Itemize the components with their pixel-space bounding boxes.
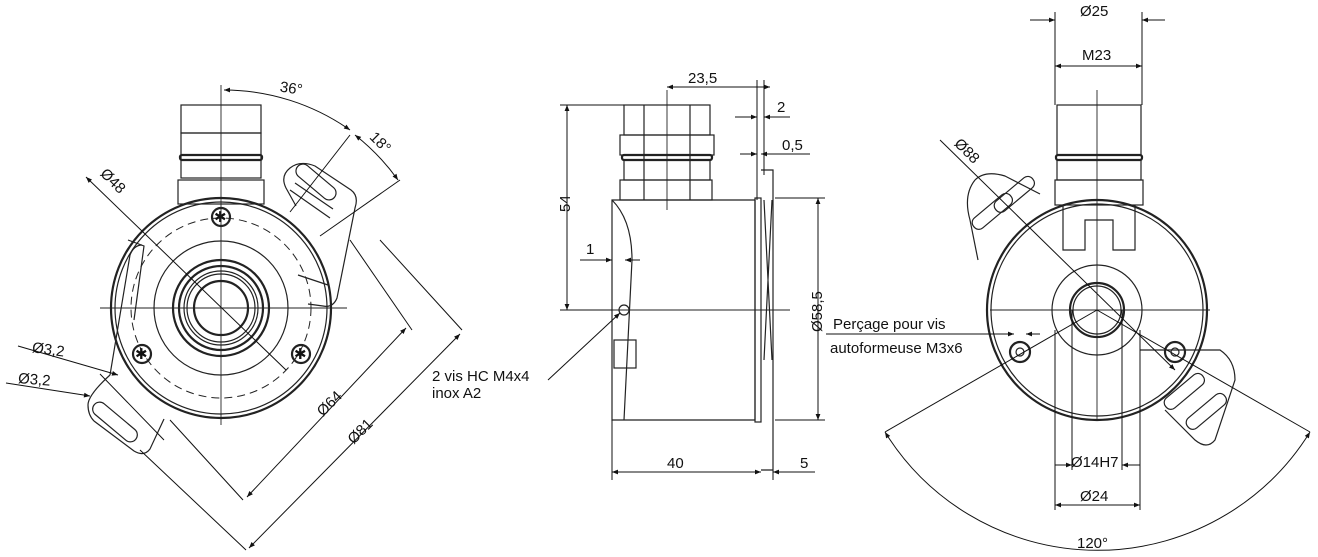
side-labels: 23,5 2 0,5 54 1 Ø58,5 40 5 2 vis HC M4x4… xyxy=(432,70,826,472)
dim-54-label: 54 xyxy=(557,195,574,212)
svg-text:✱: ✱ xyxy=(135,346,148,363)
screw-note-line2: inox A2 xyxy=(432,385,481,402)
screw-note-line1: 2 vis HC M4x4 xyxy=(432,368,530,385)
front-screws: ✱ ✱ ✱ xyxy=(131,206,312,365)
rear-dimensions xyxy=(826,12,1311,551)
dim-0-5-label: 0,5 xyxy=(782,137,803,154)
svg-text:✱: ✱ xyxy=(214,209,227,226)
rear-connector xyxy=(1054,104,1144,251)
rear-housing xyxy=(966,90,1236,446)
dia-3-2-label-b: Ø3,2 xyxy=(17,370,51,390)
dia-88-label: Ø88 xyxy=(951,135,983,167)
dia-81-label: Ø81 xyxy=(344,415,376,447)
front-view: ✱ ✱ ✱ 36° 18° Ø48 Ø3,2 xyxy=(5,79,463,551)
dim-1-label: 1 xyxy=(586,241,594,258)
angle-120-label: 120° xyxy=(1077,535,1108,552)
front-dimensions xyxy=(5,87,463,551)
angle-36-label: 36° xyxy=(279,79,304,99)
angle-18-label: 18° xyxy=(366,129,394,157)
svg-text:✱: ✱ xyxy=(294,346,307,363)
drill-note-line2: autoformeuse M3x6 xyxy=(830,340,963,357)
rear-view: Ø25 M23 Ø88 Perçage pour vis autoformeus… xyxy=(826,3,1311,552)
front-centerlines xyxy=(100,85,347,425)
side-body xyxy=(600,90,790,471)
dia-58-5-label: Ø58,5 xyxy=(809,291,826,332)
dia-24-label: Ø24 xyxy=(1080,488,1108,505)
dia-64-label: Ø64 xyxy=(314,388,346,420)
dim-2-label: 2 xyxy=(777,99,785,116)
drill-note-line1: Perçage pour vis xyxy=(833,316,946,333)
m23-label: M23 xyxy=(1082,47,1111,64)
side-dimensions xyxy=(547,80,825,480)
dia-3-2-label-a: Ø3,2 xyxy=(31,339,66,360)
rear-labels: Ø25 M23 Ø88 Perçage pour vis autoformeus… xyxy=(830,3,1119,552)
dia-14h7-label: Ø14H7 xyxy=(1071,454,1119,471)
dia-25-label: Ø25 xyxy=(1080,3,1108,20)
dim-40-label: 40 xyxy=(667,455,684,472)
side-view: 23,5 2 0,5 54 1 Ø58,5 40 5 2 vis HC M4x4… xyxy=(432,70,826,480)
dim-23-5-label: 23,5 xyxy=(688,70,717,87)
dim-5-label: 5 xyxy=(800,455,808,472)
